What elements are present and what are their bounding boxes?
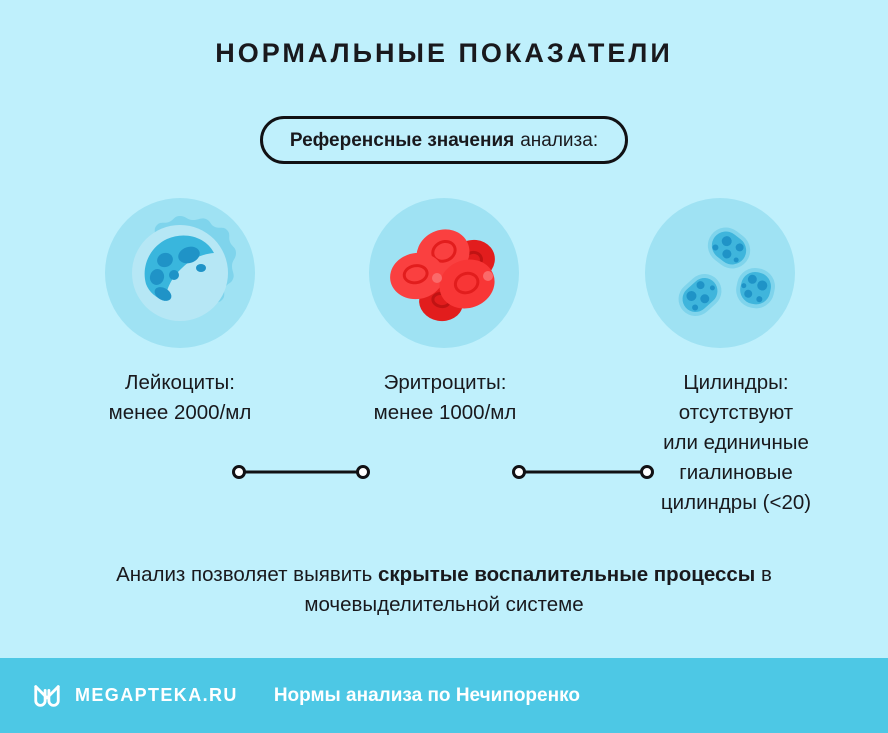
megapteka-logo-icon bbox=[34, 684, 60, 707]
caption-line: цилиндры (<20) bbox=[660, 491, 812, 514]
footer-bar: MEGAPTEKA.RU Нормы анализа по Нечипоренк… bbox=[0, 658, 888, 733]
reference-values-badge: Референсные значения анализа: bbox=[259, 116, 629, 164]
leukocyte-disc bbox=[105, 198, 255, 348]
note-prefix: Анализ позволяет выявить bbox=[116, 563, 379, 586]
caption-line: Лейкоциты: bbox=[125, 371, 235, 394]
connector-erythrocyte-cylinder bbox=[511, 464, 655, 480]
caption-line: менее 1000/мл bbox=[373, 401, 517, 424]
page-title: НОРМАЛЬНЫЕ ПОКАЗАТЕЛИ bbox=[215, 38, 673, 68]
erythrocyte-icon bbox=[390, 229, 495, 322]
footer-subtitle: Нормы анализа по Нечипоренко bbox=[273, 684, 580, 706]
badge-regular-text: анализа: bbox=[520, 129, 599, 151]
cylinder-cast-disc bbox=[645, 198, 795, 348]
summary-note: Анализ позволяет выявить скрытые воспали… bbox=[94, 560, 794, 620]
leukocyte-icon bbox=[132, 216, 236, 321]
caption-line: Цилиндры: bbox=[683, 371, 789, 394]
note-strong: скрытые воспалительные процессы bbox=[378, 563, 756, 586]
icon-row bbox=[0, 198, 888, 479]
badge-row: Референсные значения анализа: bbox=[0, 116, 888, 164]
erythrocyte-disc bbox=[369, 198, 519, 348]
caption-cylinders: Цилиндры: отсутствуют или единичные гиал… bbox=[620, 368, 852, 518]
caption-line: гиалиновые bbox=[679, 461, 793, 484]
footer-brand: MEGAPTEKA.RU bbox=[75, 685, 238, 705]
caption-erythrocytes: Эритроциты: менее 1000/мл bbox=[340, 368, 550, 428]
captions-row: Лейкоциты: менее 2000/мл Эритроциты: мен… bbox=[0, 368, 888, 528]
caption-line: Эритроциты: bbox=[383, 371, 507, 394]
caption-line: отсутствуют bbox=[678, 401, 794, 424]
badge-strong-text: Референсные значения bbox=[289, 129, 515, 151]
caption-line: менее 2000/мл bbox=[108, 401, 252, 424]
cylinder-cast-icon bbox=[678, 227, 775, 317]
caption-leukocytes: Лейкоциты: менее 2000/мл bbox=[60, 368, 300, 428]
note-suffix: в мочевыделительной системе bbox=[304, 563, 772, 616]
caption-line: или единичные bbox=[663, 431, 809, 454]
connector-leukocyte-erythrocyte bbox=[231, 464, 371, 480]
